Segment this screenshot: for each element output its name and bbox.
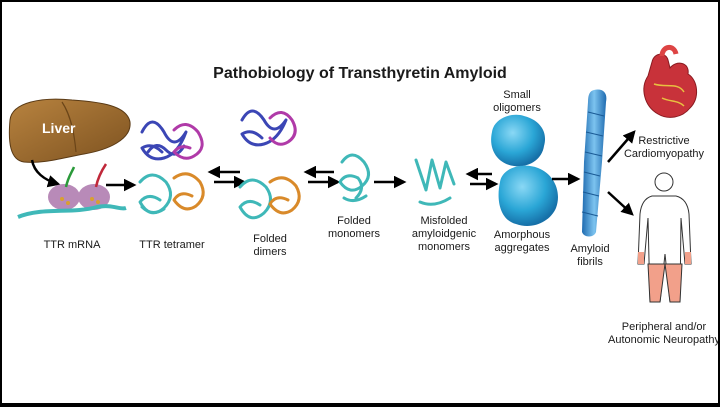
misfolded-label-line3: monomers <box>418 241 470 253</box>
folded-dimers-label-line2: dimers <box>253 246 287 258</box>
cardiomyopathy-label-line2: Cardiomyopathy <box>624 148 705 160</box>
heart-illustration <box>644 47 697 117</box>
ttr-tetramer-structure <box>140 122 203 213</box>
small-oligomers-blob <box>491 115 545 167</box>
small-oligomers-label-line1: Small <box>503 89 531 101</box>
liver-to-mrna-arrow <box>32 160 58 184</box>
folded-monomers-label-line2: monomers <box>328 228 380 240</box>
dimer-monomer-equilibrium-arrows <box>306 172 338 182</box>
folded-monomers-label-line1: Folded <box>337 215 371 227</box>
diagram-title: Pathobiology of Transthyretin Amyloid <box>213 65 507 82</box>
tetramer-dimer-equilibrium-arrows <box>210 172 244 182</box>
neuropathy-label-line1: Peripheral and/or <box>622 321 707 333</box>
folded-dimers-label-line1: Folded <box>253 233 287 245</box>
human-body-illustration <box>638 173 691 302</box>
neuropathy-label-line2: Autonomic Neuropathy <box>608 334 718 346</box>
liver-illustration: Liver <box>9 99 130 162</box>
amyloid-fibrils-label-line1: Amyloid <box>570 243 609 255</box>
misfolded-label-line1: Misfolded <box>420 215 467 227</box>
figure-frame: Pathobiology of Transthyretin Amyloid Li… <box>2 2 718 403</box>
small-oligomers-label-line2: oligomers <box>493 102 541 114</box>
amyloid-fibrils-label-line2: fibrils <box>577 256 603 268</box>
misfolded-aggregate-equilibrium-arrows <box>468 174 496 184</box>
misfolded-label-line2: amyloidgenic <box>412 228 477 240</box>
liver-label: Liver <box>42 120 76 136</box>
cardiomyopathy-label-line1: Restrictive <box>638 135 689 147</box>
amorphous-label-line1: Amorphous <box>494 229 551 241</box>
amyloid-fibril <box>582 90 606 237</box>
pathobiology-diagram: Pathobiology of Transthyretin Amyloid Li… <box>2 2 718 403</box>
folded-dimers-structure <box>240 111 299 218</box>
amorphous-aggregates-blob <box>499 166 558 226</box>
ttr-tetramer-label: TTR tetramer <box>139 239 205 251</box>
fibrils-to-body-arrow <box>608 192 632 214</box>
ttr-mrna-illustration <box>18 164 126 217</box>
amorphous-label-line2: aggregates <box>494 242 550 254</box>
folded-monomers-structure <box>340 155 369 201</box>
ttr-mrna-label: TTR mRNA <box>44 239 101 251</box>
misfolded-monomers-structure <box>416 160 454 204</box>
